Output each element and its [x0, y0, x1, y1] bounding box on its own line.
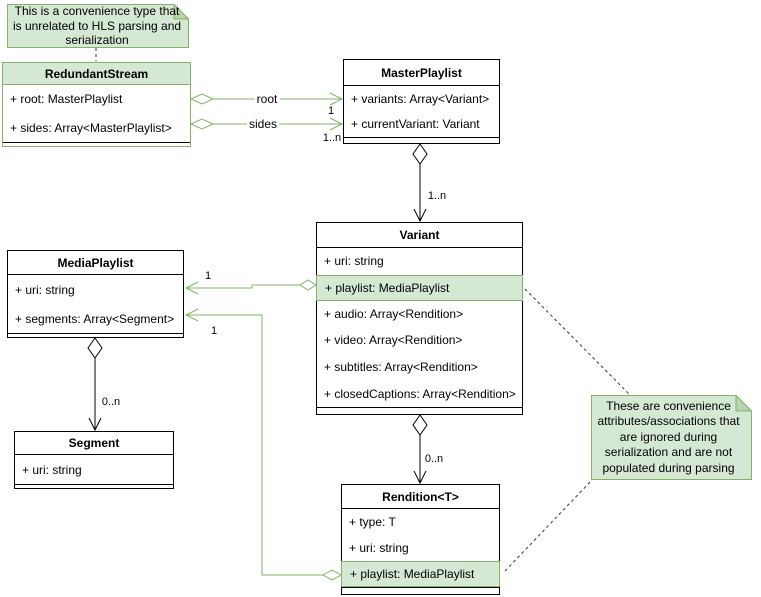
- attribute-row: + root: MasterPlaylist: [10, 92, 123, 107]
- multiplicity-root: 1: [327, 105, 335, 117]
- class-media-playlist: MediaPlaylist + uri: string + segments: …: [7, 250, 184, 338]
- aggregation-diamond: [189, 93, 215, 105]
- attribute-row: + uri: string: [349, 541, 409, 555]
- note-convenience-type: This is a convenience type that is unrel…: [7, 4, 189, 48]
- attribute-row: + variants: Array<Variant>: [351, 91, 490, 106]
- aggregation-diamond: [87, 337, 103, 359]
- aggregation-diamond: [299, 279, 317, 291]
- class-title: RedundantStream: [3, 63, 190, 85]
- multiplicity-variant-rendition: 0..n: [424, 453, 444, 465]
- multiplicity-media-segment: 0..n: [101, 396, 121, 408]
- class-title: Variant: [317, 223, 522, 248]
- attribute-row: + currentVariant: Variant: [351, 117, 480, 132]
- edge-variant-playlist: [186, 284, 300, 289]
- class-master-playlist: MasterPlaylist + variants: Array<Variant…: [343, 59, 500, 144]
- note-link-variant-playlist: [524, 288, 630, 395]
- class-title: Segment: [15, 432, 173, 455]
- multiplicity-master-variant: 1..n: [427, 190, 447, 202]
- aggregation-diamond: [412, 414, 428, 436]
- methods-compartment: [3, 142, 190, 146]
- open-arrowhead: [329, 117, 344, 131]
- attribute-row-highlighted: + playlist: MediaPlaylist: [316, 274, 523, 301]
- attributes-compartment: + variants: Array<Variant> + currentVari…: [344, 86, 499, 137]
- methods-compartment: [342, 587, 499, 594]
- attributes-compartment: + uri: string: [15, 455, 173, 484]
- methods-compartment: [8, 333, 183, 337]
- multiplicity-rendition-playlist: 1: [210, 325, 218, 337]
- methods-compartment: [344, 137, 499, 143]
- attributes-compartment: + uri: string + segments: Array<Segment>: [8, 275, 183, 333]
- edge-label-root: root: [254, 92, 280, 106]
- attribute-row: + uri: string: [22, 462, 82, 477]
- attribute-row: + segments: Array<Segment>: [15, 311, 175, 326]
- class-title: MasterPlaylist: [344, 60, 499, 86]
- attribute-row: + sides: Array<MasterPlaylist>: [10, 120, 172, 135]
- class-segment: Segment + uri: string: [14, 431, 174, 489]
- note-fold-corner: [735, 395, 752, 412]
- edge-rendition-playlist: [186, 314, 323, 576]
- aggregation-diamond: [321, 569, 343, 581]
- open-arrowhead: [184, 308, 199, 322]
- methods-compartment: [317, 407, 522, 414]
- open-arrowhead: [413, 208, 427, 223]
- attributes-compartment: + type: T + uri: string + playlist: Medi…: [341, 509, 500, 587]
- attribute-row: + subtitles: Array<Rendition>: [324, 360, 478, 375]
- attribute-row: + video: Array<Rendition>: [324, 333, 463, 348]
- note-shape: [7, 4, 189, 48]
- class-redundant-stream: RedundantStream + root: MasterPlaylist +…: [2, 62, 191, 147]
- attribute-row-highlighted: + playlist: MediaPlaylist: [341, 561, 500, 587]
- note-shape: [591, 395, 752, 480]
- class-title: Rendition<T>: [342, 485, 499, 509]
- note-text: This is a convenience type that is unrel…: [12, 4, 182, 48]
- multiplicity-variant-playlist: 1: [204, 270, 212, 282]
- aggregation-diamond: [189, 118, 215, 130]
- attribute-row: + uri: string: [324, 254, 384, 269]
- note-link-rendition-playlist: [504, 479, 593, 572]
- methods-compartment: [15, 484, 173, 488]
- note-fold-corner: [173, 4, 189, 20]
- attributes-compartment: + root: MasterPlaylist + sides: Array<Ma…: [3, 85, 190, 142]
- class-title: MediaPlaylist: [8, 251, 183, 275]
- note-convenience-attributes: These are convenience attributes/associa…: [591, 395, 752, 480]
- edge-label-sides: sides: [246, 117, 280, 131]
- note-text: These are convenience attributes/associa…: [597, 398, 740, 475]
- class-variant: Variant + uri: string + playlist: MediaP…: [316, 222, 523, 415]
- open-arrowhead: [413, 470, 427, 485]
- open-arrowhead: [184, 281, 199, 295]
- attribute-row: + type: T: [349, 515, 396, 529]
- attributes-compartment: + uri: string + playlist: MediaPlaylist …: [316, 248, 523, 407]
- class-rendition: Rendition<T> + type: T + uri: string + p…: [341, 484, 500, 595]
- open-arrowhead: [88, 417, 102, 432]
- attribute-row: + uri: string: [15, 282, 75, 297]
- open-arrowhead: [329, 92, 344, 106]
- aggregation-diamond: [412, 143, 428, 165]
- multiplicity-sides: 1..n: [322, 132, 342, 144]
- attribute-row: + audio: Array<Rendition>: [324, 306, 464, 321]
- attribute-row: + closedCaptions: Array<Rendition>: [324, 386, 516, 401]
